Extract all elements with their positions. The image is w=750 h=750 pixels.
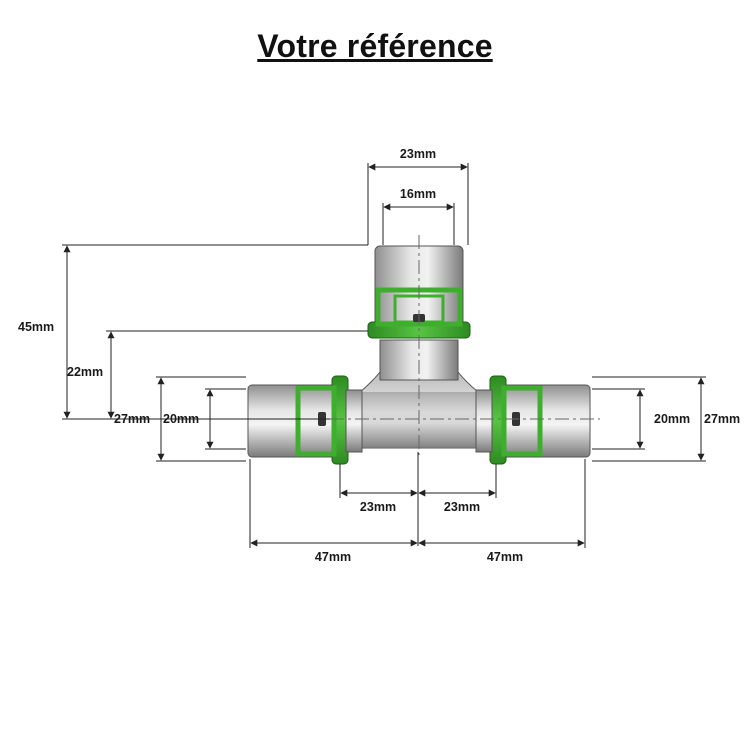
dim-right-length: 47mm [487, 550, 523, 564]
dim-left-inner-diameter: 20mm [163, 412, 199, 426]
dim-left-length: 47mm [315, 550, 351, 564]
dim-total-height: 45mm [18, 320, 54, 334]
dim-top-inner-width: 16mm [400, 187, 436, 201]
left-green-cage [295, 385, 337, 457]
dim-right-inner-diameter: 20mm [654, 412, 690, 426]
dimension-lines [62, 163, 706, 548]
dim-right-outer-diameter: 27mm [704, 412, 740, 426]
right-collar [475, 389, 493, 453]
dim-left-body-half: 23mm [360, 500, 396, 514]
left-collar [345, 389, 363, 453]
dim-right-body-half: 23mm [444, 500, 480, 514]
page-title: Votre référence [257, 28, 493, 64]
dim-top-outer-width: 23mm [400, 147, 436, 161]
dim-left-outer-diameter: 27mm [114, 412, 150, 426]
fitting [230, 235, 600, 465]
dim-branch-height: 22mm [67, 365, 103, 379]
right-green-cage [501, 385, 543, 457]
